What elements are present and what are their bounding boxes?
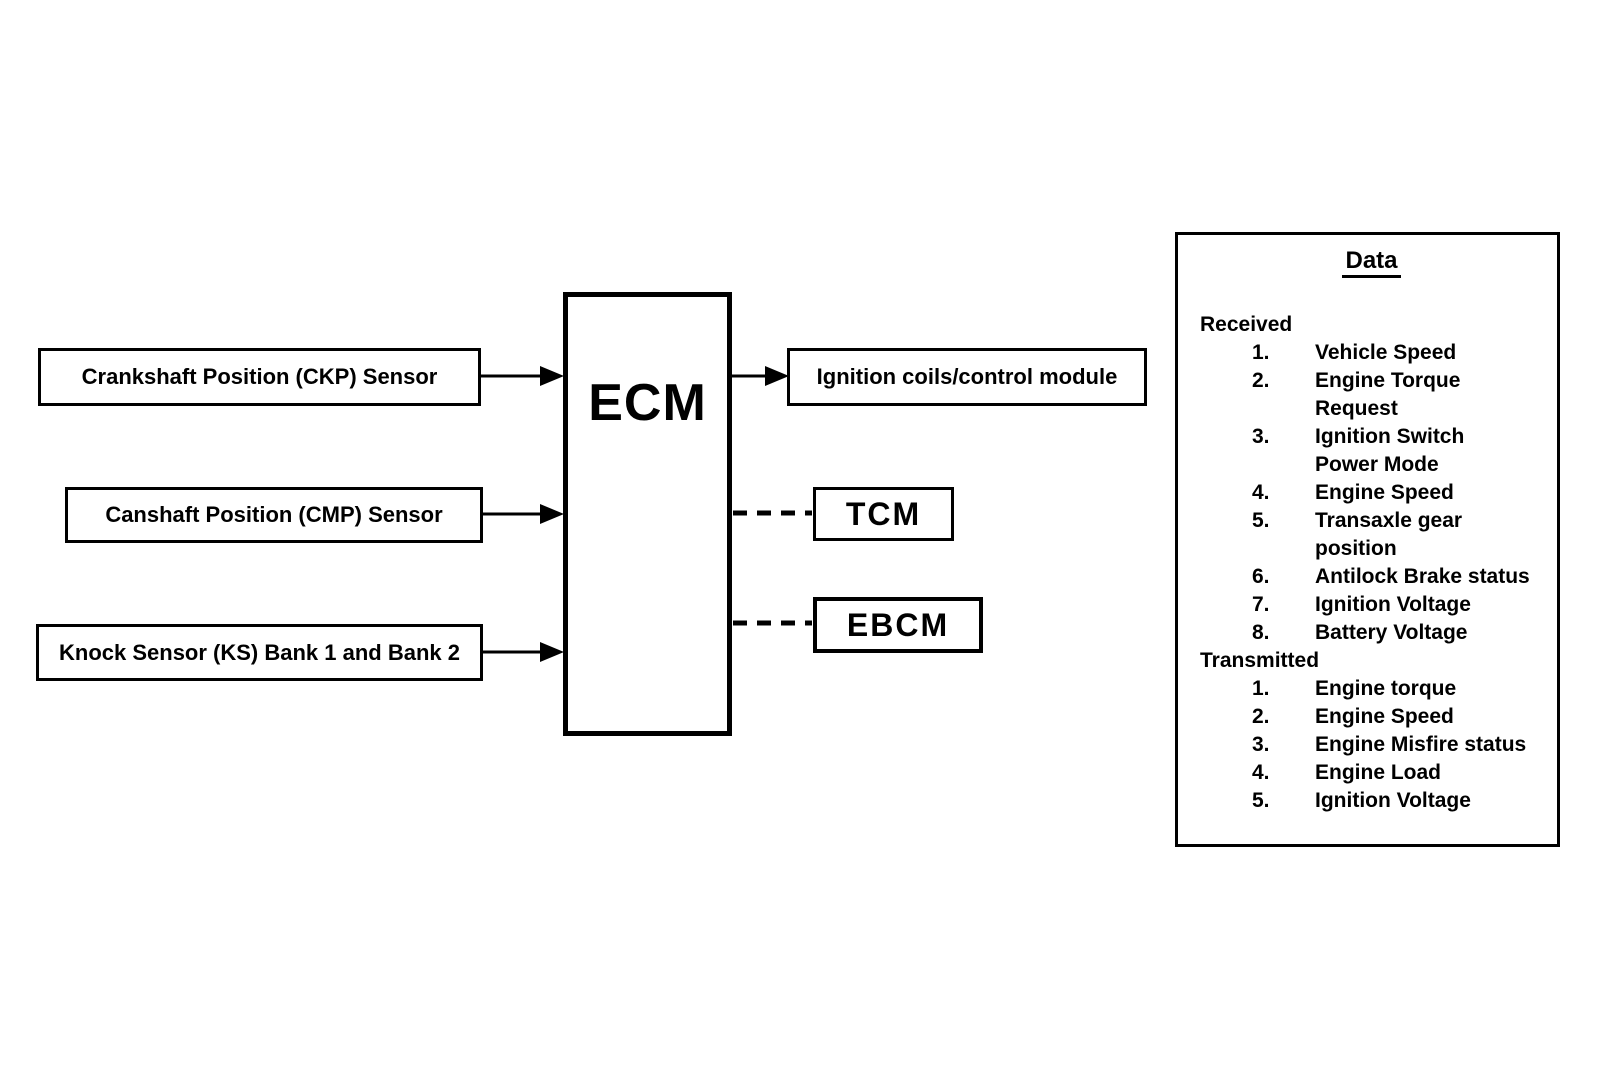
received-item-2: 2. Engine Torque Request <box>1252 369 1461 420</box>
transmitted-item-1: 1. Engine torque <box>1252 677 1457 700</box>
arrowhead-cmp-to-ecm <box>540 504 564 524</box>
input-box-ckp-sensor: Crankshaft Position (CKP) Sensor <box>38 348 481 406</box>
received-item-1: 1. Vehicle Speed <box>1252 341 1457 364</box>
received-item-4: 4. Engine Speed <box>1252 481 1454 504</box>
output-box-ignition-coils: Ignition coils/control module <box>787 348 1147 406</box>
transmitted-item-5: 5. Ignition Voltage <box>1252 789 1471 812</box>
received-item-5: 5. Transaxle gear position <box>1252 509 1463 560</box>
received-header: Received <box>1200 313 1293 336</box>
ckp-sensor-label: Crankshaft Position (CKP) Sensor <box>81 364 438 389</box>
data-panel: Data Received 1. Vehicle Speed 2. Engine… <box>1175 232 1560 847</box>
received-item-6: 6. Antilock Brake status <box>1252 565 1530 588</box>
ebcm-label: EBCM <box>846 606 950 643</box>
arrowhead-ecm-to-ignition <box>765 366 789 386</box>
ecm-box: ECM <box>563 292 732 736</box>
arrowhead-ckp-to-ecm <box>540 366 564 386</box>
transmitted-header: Transmitted <box>1200 649 1320 672</box>
received-item-8: 8. Battery Voltage <box>1252 621 1468 644</box>
transmitted-item-2: 2. Engine Speed <box>1252 705 1454 728</box>
output-box-ebcm: EBCM <box>813 597 983 653</box>
arrowhead-ks-to-ecm <box>540 642 564 662</box>
transmitted-item-3: 3. Engine Misfire status <box>1252 733 1527 756</box>
input-box-cmp-sensor: Canshaft Position (CMP) Sensor <box>65 487 483 543</box>
received-item-3: 3. Ignition Switch Power Mode <box>1252 425 1465 476</box>
input-box-knock-sensor: Knock Sensor (KS) Bank 1 and Bank 2 <box>36 624 483 681</box>
data-panel-title-row: Data <box>1200 248 1543 278</box>
received-item-7: 7. Ignition Voltage <box>1252 593 1471 616</box>
cmp-sensor-label: Canshaft Position (CMP) Sensor <box>105 502 443 527</box>
knock-sensor-label: Knock Sensor (KS) Bank 1 and Bank 2 <box>59 639 460 665</box>
data-panel-title: Data <box>1342 248 1401 278</box>
output-box-tcm: TCM <box>813 487 954 541</box>
data-panel-content: Data Received 1. Vehicle Speed 2. Engine… <box>1178 235 1557 815</box>
ignition-coils-label: Ignition coils/control module <box>816 364 1118 389</box>
transmitted-item-4: 4. Engine Load <box>1252 761 1441 784</box>
ecm-label: ECM <box>588 374 707 432</box>
tcm-label: TCM <box>845 495 922 532</box>
